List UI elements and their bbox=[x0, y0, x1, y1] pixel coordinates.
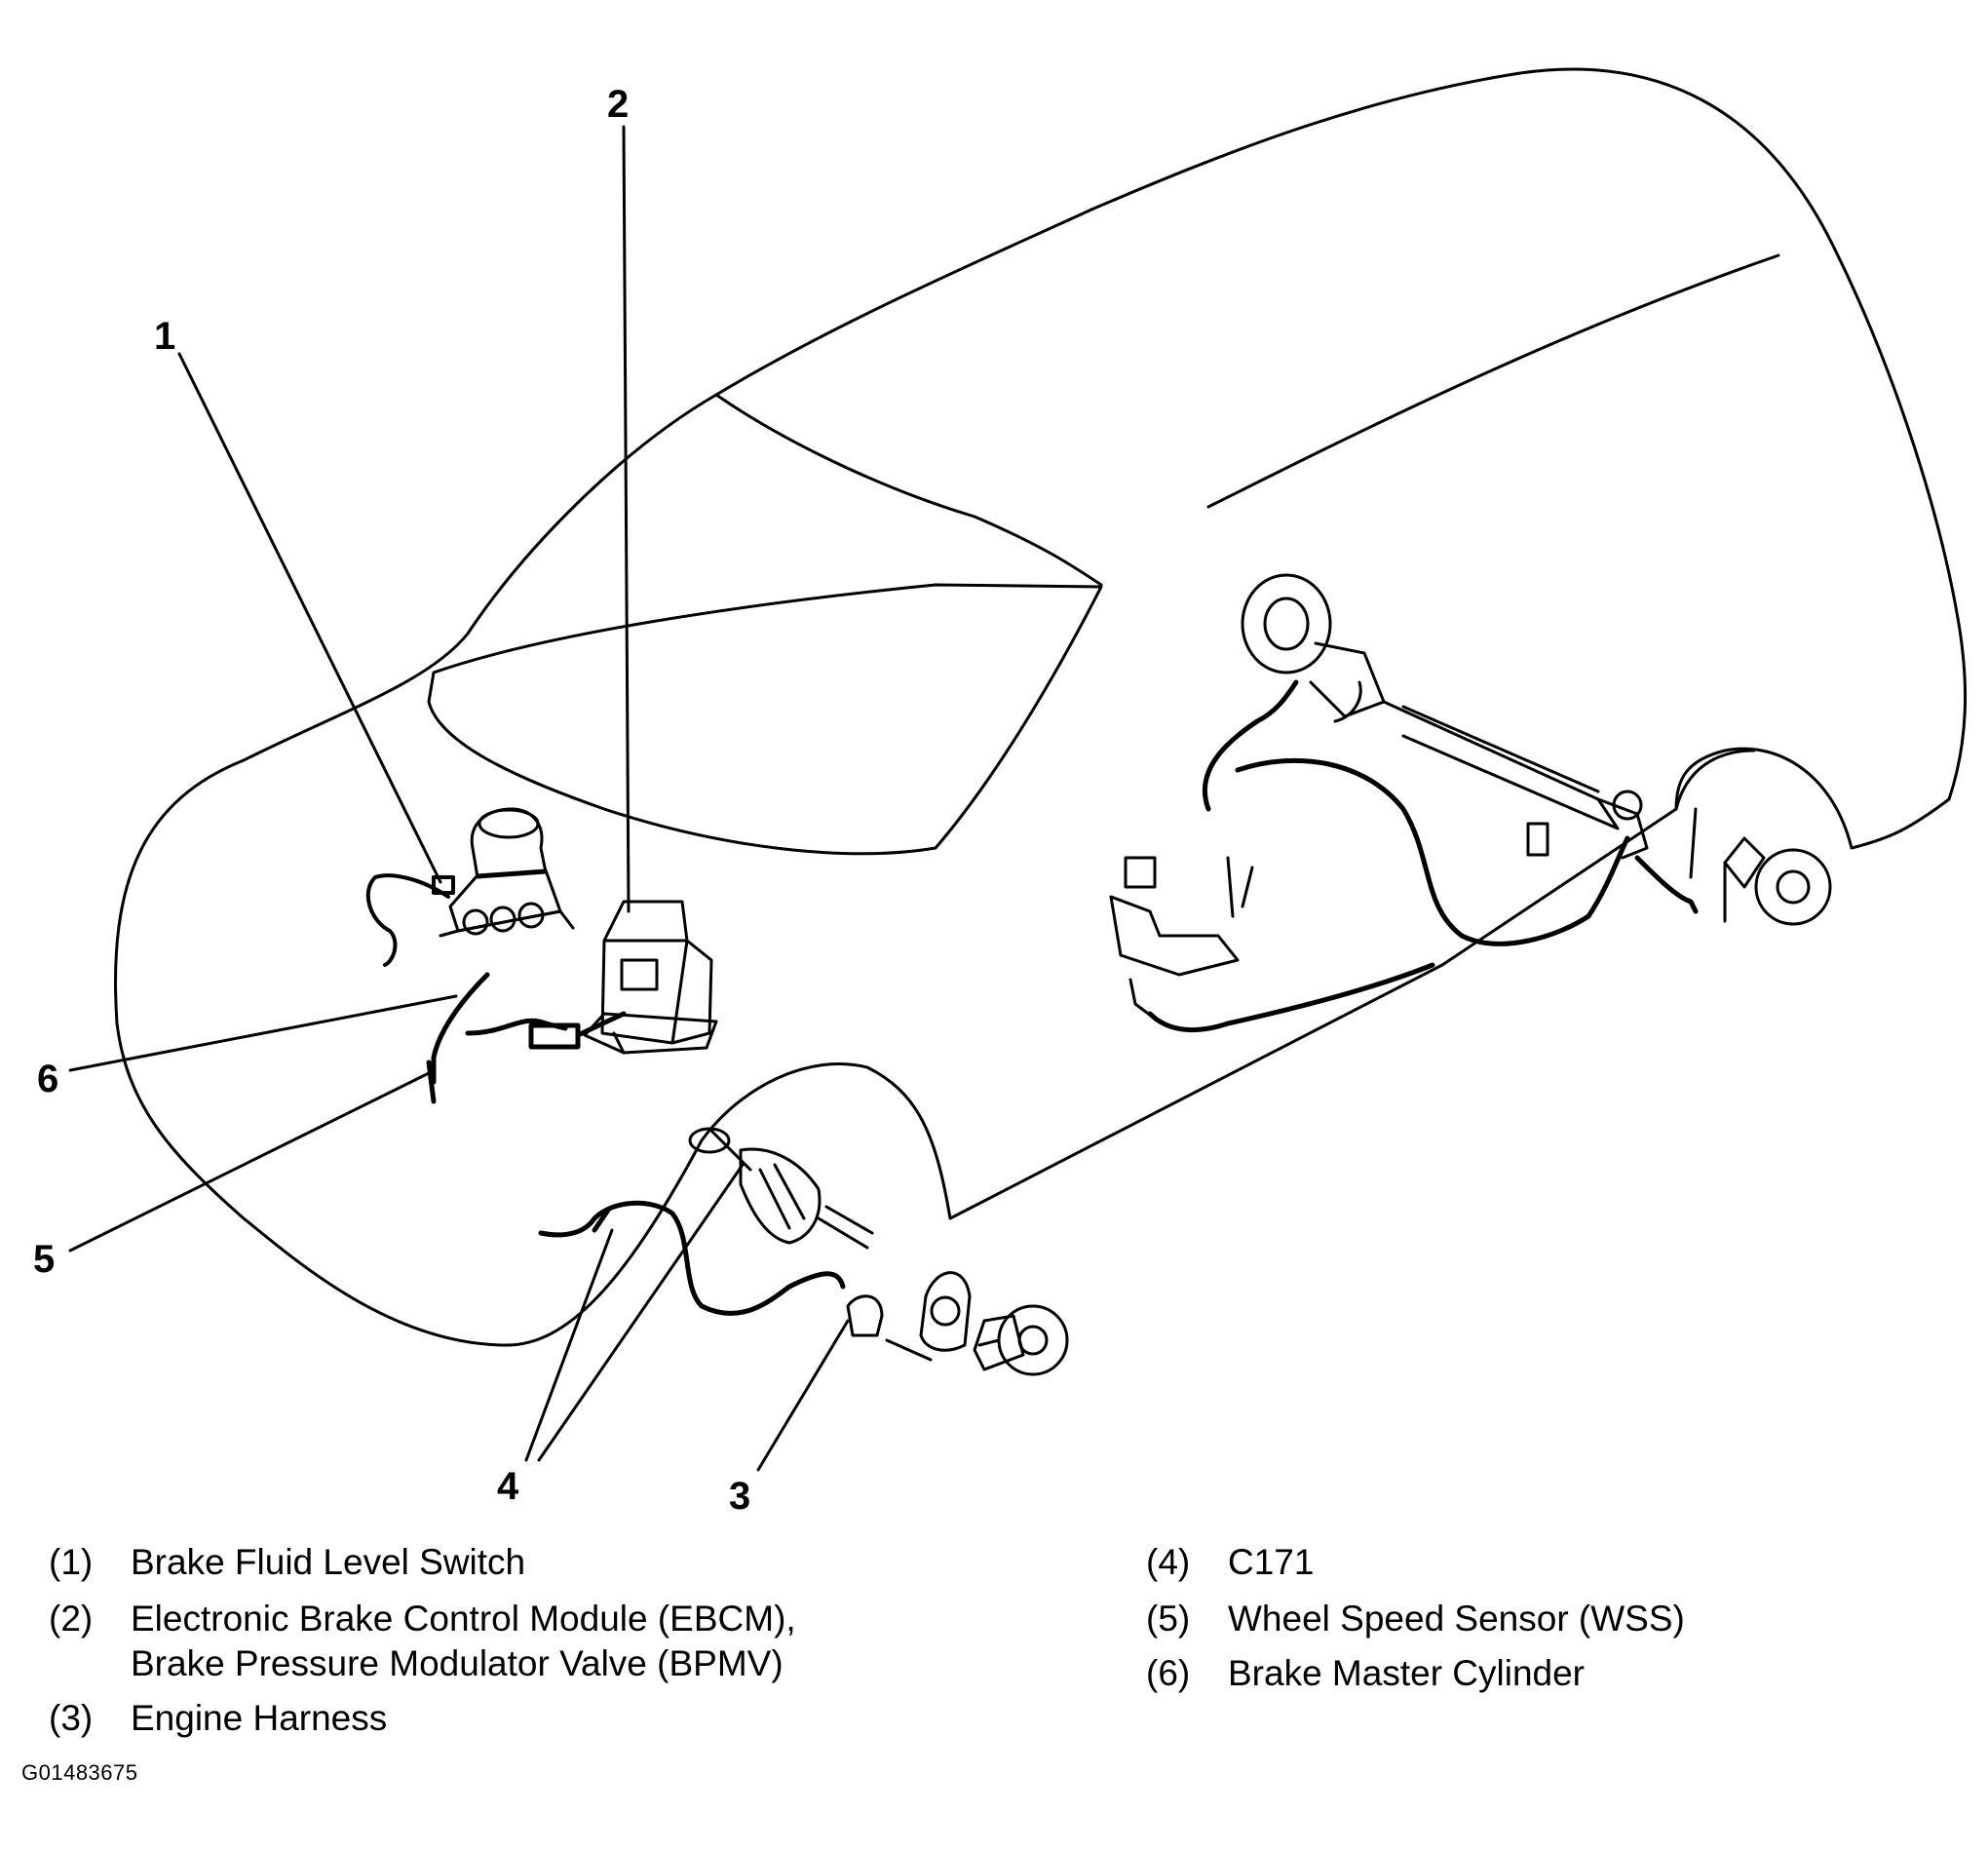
windshield-outline bbox=[427, 583, 1103, 856]
ebcm-bpmv-module bbox=[583, 900, 718, 1055]
callout-5: 5 bbox=[33, 1238, 55, 1281]
brake-fluid-level-switch-harness bbox=[365, 873, 455, 967]
rear-hub-assembly bbox=[1526, 807, 1832, 926]
rear-axle-assembly bbox=[1241, 573, 1649, 860]
leader-line-3 bbox=[756, 1319, 850, 1472]
vehicle-body-outline bbox=[114, 67, 1968, 1347]
roof-line bbox=[714, 393, 1103, 587]
rear-wheel-arch bbox=[1674, 749, 1756, 811]
callout-1: 1 bbox=[154, 315, 175, 358]
callout-6: 6 bbox=[37, 1058, 58, 1100]
brake-master-cylinder bbox=[439, 807, 575, 938]
callout-2: 2 bbox=[607, 83, 629, 126]
callout-3: 3 bbox=[729, 1475, 750, 1518]
leader-line-2 bbox=[622, 125, 631, 913]
rear-wss-harness bbox=[1147, 679, 1699, 1033]
leader-line-5 bbox=[68, 1070, 433, 1253]
rear-sensor-bracket-left bbox=[1109, 856, 1254, 1021]
leader-lines bbox=[68, 125, 850, 1472]
front-hub-assembly bbox=[846, 1271, 1069, 1376]
side-window-line bbox=[1206, 253, 1780, 509]
callout-4: 4 bbox=[497, 1465, 519, 1508]
leader-line-4b bbox=[537, 1163, 745, 1462]
front-engine-harness bbox=[538, 1200, 846, 1316]
front-axle-cv-joint bbox=[688, 1127, 874, 1250]
front-wss-harness bbox=[426, 972, 627, 1104]
leader-line-6 bbox=[68, 994, 458, 1072]
figure-id: G01483675 bbox=[21, 1760, 138, 1785]
leader-line-1 bbox=[177, 352, 442, 884]
leader-line-4a bbox=[524, 1228, 614, 1462]
